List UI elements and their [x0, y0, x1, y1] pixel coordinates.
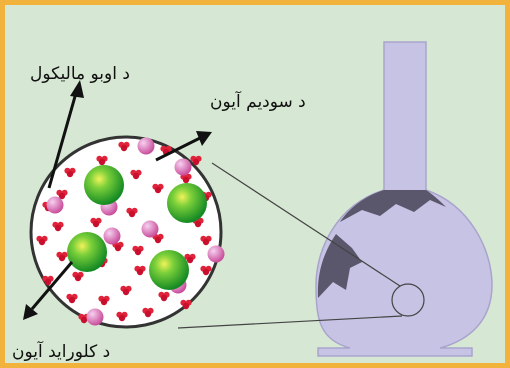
- chloride-ion: [67, 232, 107, 272]
- sodium-ion: [175, 159, 192, 176]
- chloride-ion: [84, 165, 124, 205]
- sodium-ion: [104, 228, 121, 245]
- chloride-ion: [167, 183, 207, 223]
- water-molecule-label: د اوبو ماليکول: [30, 64, 130, 84]
- sodium-ion: [208, 246, 225, 263]
- magnified-solution-circle: [31, 137, 221, 327]
- sodium-ion: [87, 309, 104, 326]
- sodium-ion: [138, 138, 155, 155]
- chloride-ion: [149, 250, 189, 290]
- sodium-ion: [47, 197, 64, 214]
- chloride-ion-label: د کلورايد آيون: [12, 340, 110, 362]
- sodium-ion: [142, 221, 159, 238]
- sodium-ion-label: د سوديم آيون: [210, 90, 306, 112]
